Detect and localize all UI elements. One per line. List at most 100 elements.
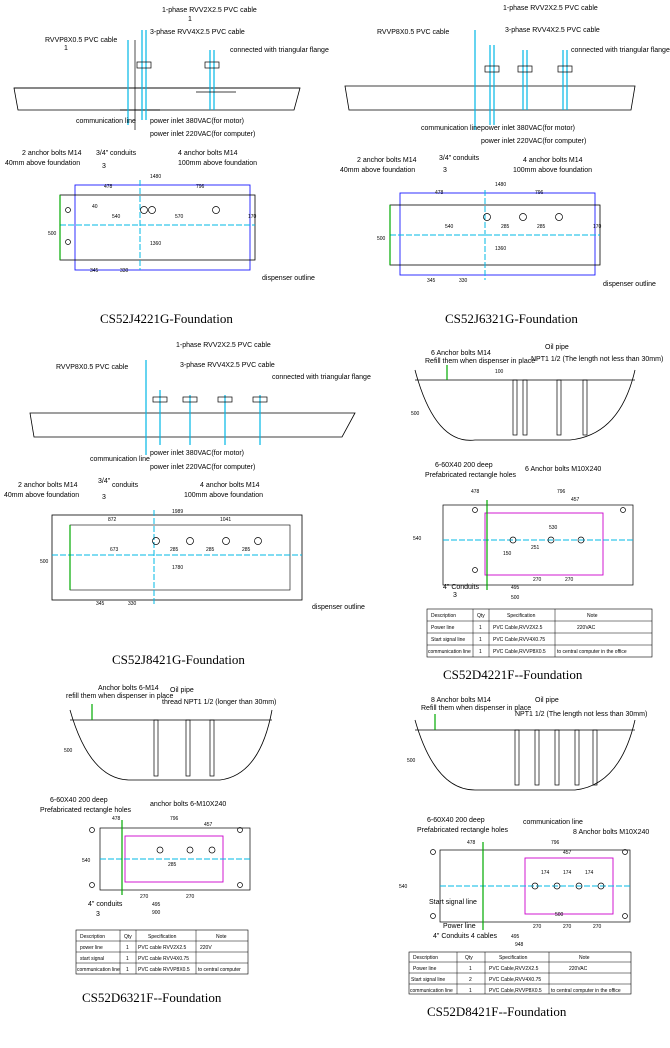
svg-text:Qty: Qty	[465, 955, 473, 961]
svg-text:345: 345	[96, 601, 105, 607]
svg-text:495: 495	[511, 585, 520, 591]
label-conduits: 4" conduits	[88, 901, 123, 908]
svg-text:500: 500	[48, 231, 57, 237]
label-anchor2b: 40mm above foundation	[5, 160, 80, 167]
title-cs52j6321g: CS52J6321G-Foundation	[445, 311, 578, 326]
svg-text:330: 330	[120, 268, 129, 274]
svg-text:PVC Cable,RVV4X0.75: PVC Cable,RVV4X0.75	[489, 977, 541, 983]
label-startline: Start signal line	[429, 899, 477, 906]
svg-text:285: 285	[168, 862, 177, 868]
svg-text:500: 500	[377, 236, 386, 242]
svg-text:Start signal line: Start signal line	[431, 637, 465, 643]
svg-text:673: 673	[110, 547, 119, 553]
svg-text:872: 872	[108, 517, 117, 523]
label-npt: thread NPT1 1/2 (longer than 30mm)	[162, 699, 276, 706]
svg-text:270: 270	[533, 577, 542, 583]
svg-text:Qty: Qty	[477, 613, 485, 619]
svg-text:Note: Note	[216, 934, 227, 940]
svg-text:500: 500	[64, 748, 73, 754]
label-outline: dispenser outline	[262, 275, 315, 282]
svg-text:Power line: Power line	[413, 966, 437, 972]
svg-text:PVC Cable,RVVP8X0.5: PVC Cable,RVVP8X0.5	[489, 988, 542, 994]
title-cs52d8421f: CS52D8421F--Foundation	[427, 1004, 567, 1019]
drawing-cs52j4221g: 1-phase RVV2X2.5 PVC cable 1 3-phase RVV…	[5, 7, 329, 282]
svg-text:PVC Cable,RVV4X0.75: PVC Cable,RVV4X0.75	[493, 637, 545, 643]
svg-text:900: 900	[152, 910, 161, 916]
svg-text:345: 345	[427, 278, 436, 284]
label-rvvp: RVVP8X0.5 PVC cable	[56, 364, 128, 371]
svg-text:796: 796	[170, 816, 179, 822]
svg-text:540: 540	[413, 536, 422, 542]
spec-table: Description Qty Specification Note Power…	[426, 608, 653, 658]
label-comm: communication line	[76, 118, 136, 125]
svg-text:150: 150	[503, 551, 512, 557]
panel-cs52j4221g: 1-phase RVV2X2.5 PVC cable 1 3-phase RVV…	[0, 0, 335, 335]
label-rvvp-count: 1	[64, 45, 68, 52]
svg-text:220V: 220V	[200, 945, 212, 951]
label-power220: power inlet 220VAC(for computer)	[481, 138, 586, 145]
label-anchor-side: 8 Anchor bolts M10X240	[573, 829, 649, 836]
label-conduits: conduits	[110, 150, 137, 157]
svg-text:PVC Cable,RVVP8X0.5: PVC Cable,RVVP8X0.5	[493, 649, 546, 655]
svg-text:Note: Note	[587, 613, 598, 619]
svg-text:500: 500	[40, 559, 49, 565]
label-oilpipe: Oil pipe	[545, 344, 569, 351]
svg-text:270: 270	[593, 924, 602, 930]
svg-text:Qty: Qty	[124, 934, 132, 940]
svg-text:1360: 1360	[150, 241, 161, 247]
svg-text:796: 796	[557, 489, 566, 495]
label-holes2: Prefabricated rectangle holes	[425, 472, 517, 479]
svg-text:270: 270	[186, 894, 195, 900]
svg-text:530: 530	[549, 525, 558, 531]
label-anchor-side: 6 Anchor bolts M10X240	[525, 466, 601, 473]
dispenser-outline	[74, 184, 251, 271]
label-anchor-side: anchor bolts 6-M10X240	[150, 801, 226, 808]
label-power220: power inlet 220VAC(for computer)	[150, 464, 255, 471]
svg-text:500: 500	[411, 411, 420, 417]
svg-text:1: 1	[479, 625, 482, 631]
label-conduits: 4" Conduits 4 cables	[433, 933, 497, 940]
svg-text:Specification: Specification	[499, 955, 528, 961]
label-power380: power inlet 380VAC(for motor)	[481, 125, 575, 132]
svg-text:PVC cable RVV4X0.75: PVC cable RVV4X0.75	[138, 956, 189, 962]
panel-cs52j6321g: 1-phase RVV2X2.5 PVC cable 3-phase RVV4X…	[335, 0, 670, 335]
label-holes2: Prefabricated rectangle holes	[40, 807, 132, 814]
drawing-cs52d6321f: Anchor bolts 6-M14 refill them when disp…	[40, 685, 276, 975]
svg-text:796: 796	[535, 190, 544, 196]
svg-text:1480: 1480	[495, 182, 506, 188]
svg-text:1: 1	[479, 649, 482, 655]
svg-text:start signal: start signal	[80, 956, 104, 962]
label-phase1: 1-phase RVV2X2.5 PVC cable	[176, 342, 271, 349]
label-phase3: 3-phase RVV4X2.5 PVC cable	[180, 362, 275, 369]
svg-text:Note: Note	[579, 955, 590, 961]
svg-text:communication line: communication line	[77, 967, 120, 973]
svg-text:Specification: Specification	[148, 934, 177, 940]
svg-text:540: 540	[82, 858, 91, 864]
svg-text:796: 796	[196, 184, 205, 190]
label-outline: dispenser outline	[603, 281, 656, 288]
svg-text:457: 457	[571, 497, 580, 503]
label-conduits: 4" Conduits	[443, 584, 479, 591]
svg-text:1041: 1041	[220, 517, 231, 523]
panel-cs52d4221f: 6 Anchor bolts M14 Refill them when disp…	[335, 335, 670, 690]
label-anchor4: 4 anchor bolts M14	[523, 157, 583, 164]
svg-text:174: 174	[585, 870, 594, 876]
svg-text:174: 174	[563, 870, 572, 876]
label-rvvp: RVVP8X0.5 PVC cable	[377, 29, 449, 36]
label-comm: communication line	[421, 125, 481, 132]
svg-text:1360: 1360	[495, 246, 506, 252]
drawing-cs52j8421g: 1-phase RVV2X2.5 PVC cable 3-phase RVV4X…	[4, 342, 371, 611]
foundation-slab-section	[13, 87, 301, 111]
svg-text:Description: Description	[431, 613, 456, 619]
label-oilpipe: Oil pipe	[170, 687, 194, 694]
svg-text:2: 2	[469, 977, 472, 983]
svg-text:220VAC: 220VAC	[577, 625, 596, 631]
svg-text:500: 500	[407, 758, 416, 764]
drawing-cs52d8421f: 8 Anchor bolts M14 Refill them when disp…	[399, 697, 649, 995]
label-holes: 6-60X40 200 deep	[427, 817, 485, 824]
svg-text:174: 174	[541, 870, 550, 876]
label-conduits-count: 3	[102, 494, 106, 501]
panel-cs52d8421f: 8 Anchor bolts M14 Refill them when disp…	[335, 690, 670, 1048]
label-anchor4: 4 anchor bolts M14	[178, 150, 238, 157]
svg-text:478: 478	[104, 184, 113, 190]
